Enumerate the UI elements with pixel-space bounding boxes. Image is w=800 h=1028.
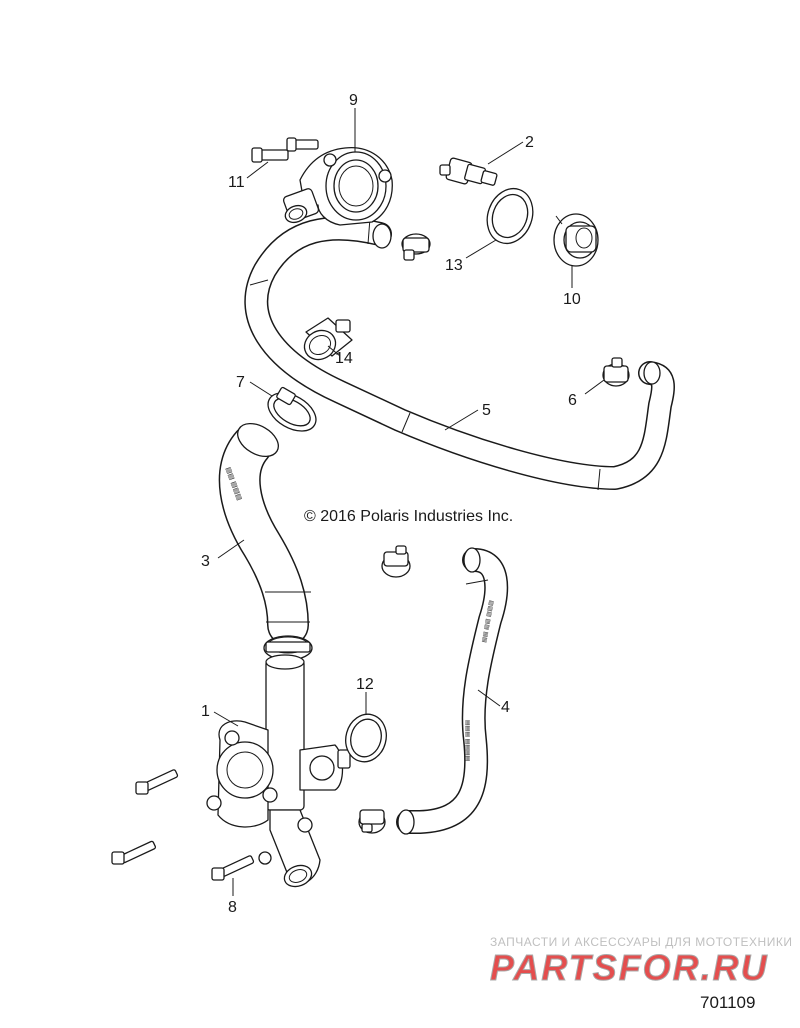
callout-6: 6 <box>568 392 577 409</box>
callout-10: 10 <box>563 291 581 308</box>
callout-4: 4 <box>501 699 510 716</box>
water-pump-1 <box>206 654 351 888</box>
callout-14: 14 <box>335 350 353 367</box>
callout-7: 7 <box>236 374 245 391</box>
watermark: ЗАПЧАСТИ И АКСЕССУАРЫ ДЛЯ МОТОТЕХНИКИ PA… <box>490 935 792 989</box>
callout-13: 13 <box>445 257 463 274</box>
hose-clamp-7 <box>267 386 317 432</box>
hose-3: ▤▤ ▤▤▤ <box>218 422 311 646</box>
thermostat-housing-9 <box>282 146 393 226</box>
copyright-text: © 2016 Polaris Industries Inc. <box>304 508 513 525</box>
callout-2: 2 <box>525 134 534 151</box>
hose-4: ▤▤▤ ▤▤ ▤▤ ▤▤▤ ▤▤▤▤ <box>396 547 509 835</box>
callout-12: 12 <box>356 676 374 693</box>
bolts-8 <box>111 769 255 881</box>
hose-clamp-14 <box>303 317 353 361</box>
o-ring-13 <box>486 187 534 245</box>
hose-clamp-lower-top <box>381 545 411 578</box>
callout-11: 11 <box>228 174 245 191</box>
hose-5 <box>244 216 675 491</box>
svg-text:▤▤▤ ▤▤▤▤: ▤▤▤ ▤▤▤▤ <box>464 720 470 762</box>
leader-lines <box>213 108 605 896</box>
watermark-logo: PARTSFOR.RU <box>490 947 769 988</box>
figure-number: 701109 <box>700 993 755 1012</box>
callout-8: 8 <box>228 899 237 916</box>
callout-labels: 9 2 11 13 10 14 7 6 5 3 12 4 1 8 <box>201 92 581 916</box>
watermark-tagline: ЗАПЧАСТИ И АКСЕССУАРЫ ДЛЯ МОТОТЕХНИКИ <box>490 935 792 949</box>
callout-1: 1 <box>201 703 210 720</box>
temp-sensor-2 <box>439 157 498 186</box>
hose-clamp-6 <box>602 357 630 387</box>
thermostat-10 <box>553 213 599 267</box>
hose-clamp-upper <box>401 233 431 261</box>
callout-3: 3 <box>201 553 210 570</box>
callout-5: 5 <box>482 402 491 419</box>
hose-clamp-lower-bottom <box>358 809 386 834</box>
o-ring-12 <box>345 713 387 763</box>
callout-9: 9 <box>349 92 358 109</box>
hose-clamp-pump <box>263 635 313 661</box>
bolts-11 <box>251 137 319 163</box>
